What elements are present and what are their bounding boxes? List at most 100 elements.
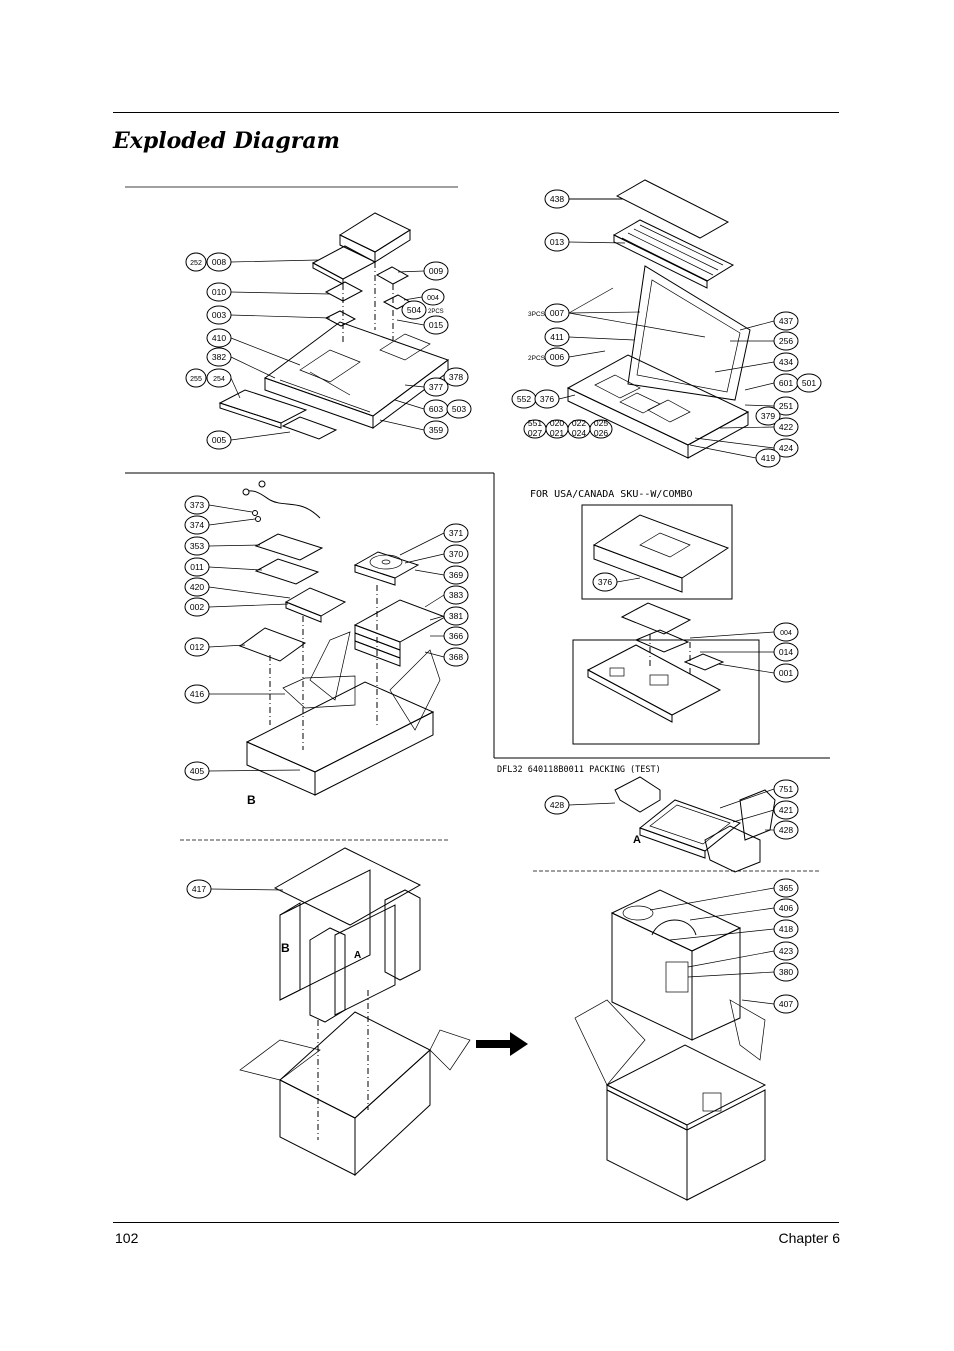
footer-rule: [113, 1222, 839, 1223]
callout-423: 423: [773, 941, 799, 961]
svg-text:020: 020: [550, 418, 564, 428]
callout-417: 417: [186, 879, 212, 899]
svg-text:407: 407: [779, 999, 793, 1009]
svg-text:014: 014: [779, 647, 793, 657]
callout-368: 368: [443, 647, 469, 667]
svg-text:437: 437: [779, 316, 793, 326]
arrow-right-icon: [476, 1032, 528, 1056]
mainboard-drawing: [572, 504, 760, 745]
callout-421: 421: [773, 800, 799, 820]
callout-2pcs-b: 2PCS: [528, 355, 546, 362]
svg-text:379: 379: [761, 411, 775, 421]
svg-text:371: 371: [449, 528, 463, 538]
callout-552: 552: [511, 389, 537, 409]
svg-text:503: 503: [452, 404, 466, 414]
callout-366: 366: [443, 626, 469, 646]
svg-text:378: 378: [449, 372, 463, 382]
callout-411: 411: [544, 327, 570, 347]
callout-015: 015: [423, 315, 449, 335]
svg-text:004: 004: [780, 630, 792, 637]
svg-text:255: 255: [190, 376, 202, 383]
svg-text:366: 366: [449, 631, 463, 641]
svg-text:501: 501: [802, 378, 816, 388]
svg-text:002: 002: [190, 602, 204, 612]
callout-371: 371: [443, 523, 469, 543]
svg-text:373: 373: [190, 500, 204, 510]
marker-a-upper: A: [633, 834, 641, 846]
callout-381: 381: [443, 606, 469, 626]
callout-359: 359: [423, 420, 449, 440]
svg-text:434: 434: [779, 357, 793, 367]
svg-text:003: 003: [212, 310, 226, 320]
callout-006: 006: [544, 347, 570, 367]
callout-438: 438: [544, 189, 570, 209]
callout-501: 501: [796, 373, 822, 393]
callout-2pcs-a: 2PCS: [428, 309, 444, 315]
callout-256: 256: [773, 331, 799, 351]
accessory-box-drawing: [238, 480, 447, 796]
callout-007: 007: [544, 303, 570, 323]
callout-382: 382: [206, 347, 232, 367]
svg-text:418: 418: [779, 924, 793, 934]
callout-504: 504: [401, 300, 427, 320]
callout-406: 406: [773, 898, 799, 918]
callout-011: 011: [184, 557, 210, 577]
svg-text:382: 382: [212, 352, 226, 362]
callout-001: 001: [773, 663, 799, 683]
callout-437: 437: [773, 311, 799, 331]
callout-010: 010: [206, 282, 232, 302]
marker-b-upper: B: [247, 793, 256, 807]
svg-text:417: 417: [192, 884, 206, 894]
callout-252: 252: [185, 252, 207, 272]
svg-text:027: 027: [528, 428, 542, 438]
svg-text:251: 251: [779, 401, 793, 411]
svg-text:359: 359: [429, 425, 443, 435]
svg-text:381: 381: [449, 611, 463, 621]
svg-text:377: 377: [429, 382, 443, 392]
callout-379: 379: [755, 406, 781, 426]
svg-text:368: 368: [449, 652, 463, 662]
svg-text:428: 428: [779, 825, 793, 835]
callout-373: 373: [184, 495, 210, 515]
callout-419: 419: [755, 448, 781, 468]
marker-b-lower: B: [281, 941, 290, 955]
callout-428-a: 428: [544, 795, 570, 815]
svg-text:001: 001: [779, 668, 793, 678]
callout-418: 418: [773, 919, 799, 939]
callout-378: 378: [443, 367, 469, 387]
svg-text:420: 420: [190, 582, 204, 592]
svg-text:026: 026: [594, 428, 608, 438]
callout-012: 012: [184, 637, 210, 657]
marker-a-lower: A: [354, 950, 361, 961]
packing-b-drawing: [239, 847, 471, 1177]
svg-text:423: 423: [779, 946, 793, 956]
callout-370: 370: [443, 544, 469, 564]
callout-002: 002: [184, 597, 210, 617]
svg-text:012: 012: [190, 642, 204, 652]
svg-text:010: 010: [212, 287, 226, 297]
svg-text:353: 353: [190, 541, 204, 551]
svg-text:011: 011: [190, 562, 204, 572]
callout-383: 383: [443, 585, 469, 605]
svg-text:009: 009: [429, 266, 443, 276]
callout-407: 407: [773, 994, 799, 1014]
chapter-label: Chapter 6: [778, 1230, 840, 1246]
svg-text:751: 751: [779, 784, 793, 794]
base-assembly-drawing: [218, 212, 450, 440]
callout-376-b: 376: [592, 572, 618, 592]
svg-text:374: 374: [190, 520, 204, 530]
page-title: Exploded Diagram: [113, 128, 340, 154]
svg-text:013: 013: [550, 237, 564, 247]
callout-005: 005: [206, 430, 232, 450]
svg-text:421: 421: [779, 805, 793, 815]
svg-text:416: 416: [190, 689, 204, 699]
callout-374: 374: [184, 515, 210, 535]
section-dividers: [125, 186, 830, 872]
callout-008: 008: [206, 252, 232, 272]
svg-text:428: 428: [550, 800, 564, 810]
header-rule: [113, 112, 839, 113]
svg-text:022: 022: [572, 418, 586, 428]
callout-601: 601: [773, 373, 799, 393]
